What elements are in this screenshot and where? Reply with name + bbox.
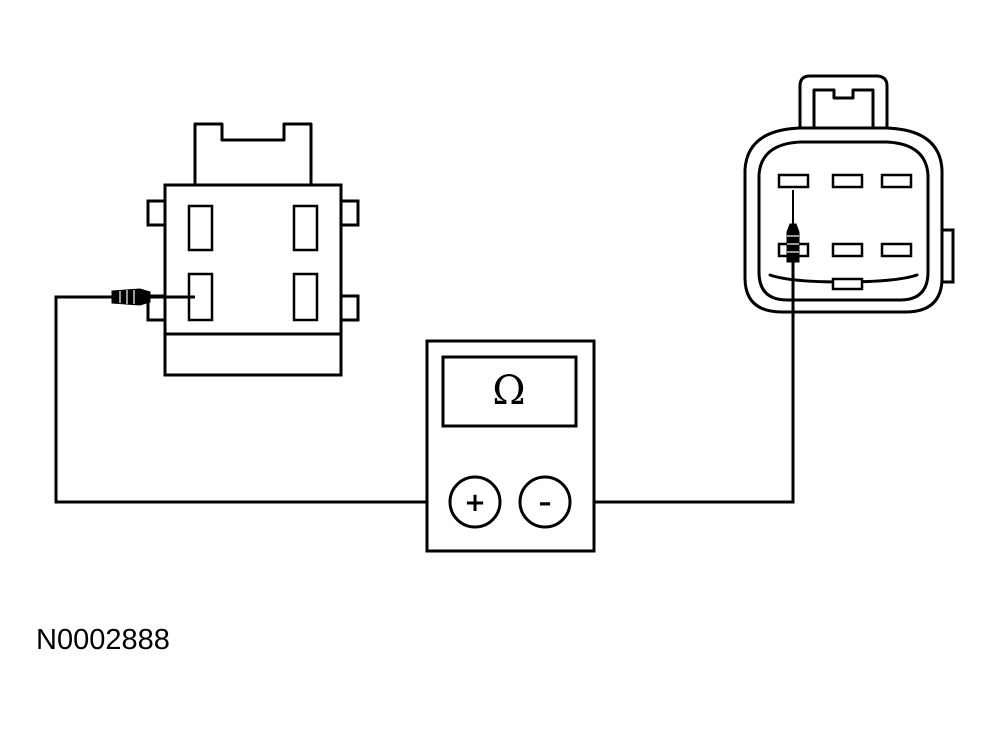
test-leads	[54, 260, 795, 504]
relay-terminal-upper-right	[292, 204, 319, 252]
relay-terminal-lower-right	[292, 272, 319, 322]
relay-ear-upper-left	[146, 199, 167, 227]
negative-probe	[786, 190, 800, 263]
harness-lock-tab	[798, 74, 889, 130]
relay-ear-lower-right	[339, 294, 360, 322]
harness-cavity-5	[831, 242, 864, 258]
meter-positive-terminal[interactable]	[448, 475, 502, 529]
relay-ear-lower-left	[146, 294, 167, 322]
ohmmeter: Ω + –	[425, 339, 596, 553]
meter-positive-sign: +	[464, 488, 486, 518]
harness-cavity-3	[880, 173, 913, 189]
relay-top-tab	[193, 122, 313, 187]
harness-cavity-6	[880, 242, 913, 258]
harness-lock-tab-inner	[812, 88, 875, 130]
meter-display-symbol: Ω	[492, 368, 525, 414]
negative-lead-wire	[570, 260, 795, 504]
meter-negative-terminal[interactable]	[518, 475, 572, 529]
positive-probe	[111, 288, 195, 306]
relay-terminal-upper-left	[187, 204, 214, 252]
meter-display	[441, 355, 578, 428]
harness-shell-inner	[757, 140, 930, 302]
harness-connector	[743, 74, 955, 314]
relay-ear-upper-right	[339, 199, 360, 227]
relay-connector	[146, 122, 360, 377]
harness-cavity-1	[777, 173, 810, 189]
positive-lead-wire	[54, 295, 448, 504]
harness-cavity-2	[831, 173, 864, 189]
harness-cavity-7	[831, 277, 864, 291]
figure-id-label: N0002888	[36, 624, 170, 656]
meter-negative-sign: –	[539, 488, 552, 518]
